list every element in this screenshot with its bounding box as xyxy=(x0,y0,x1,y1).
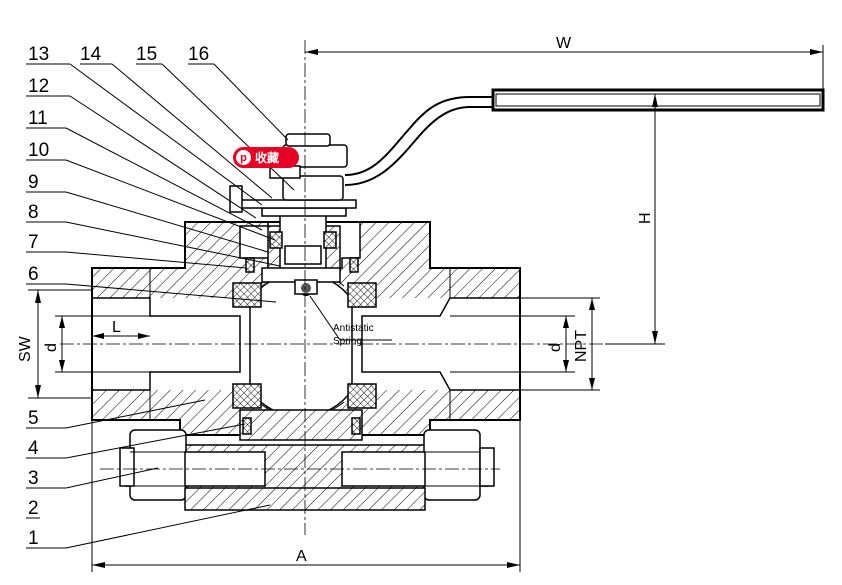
part-number-2: 2 xyxy=(28,498,39,519)
dimension-w-label: W xyxy=(556,35,572,52)
dimension-h-label: H xyxy=(637,212,654,224)
dimension-npt-label: NPT xyxy=(573,330,590,362)
pinterest-icon: p xyxy=(236,150,251,165)
part-number-7: 7 xyxy=(28,232,39,253)
dimension-l-label: L xyxy=(112,319,121,336)
part-number-5: 5 xyxy=(28,408,39,429)
dimension-lines xyxy=(28,45,824,572)
center-lines xyxy=(60,40,605,535)
part-number-16: 16 xyxy=(188,44,209,65)
part-number-3: 3 xyxy=(28,468,39,489)
part-number-1: 1 xyxy=(28,528,39,549)
part-number-11: 11 xyxy=(28,108,48,129)
dimension-sw-label: SW xyxy=(17,335,34,362)
leader-lines xyxy=(26,63,392,549)
part-number-8: 8 xyxy=(28,202,39,223)
part-number-4: 4 xyxy=(28,438,39,459)
seats xyxy=(232,282,377,409)
annotation-line-1: Antistatic xyxy=(333,323,374,334)
bolts xyxy=(119,429,495,511)
dimension-d-left-label: d xyxy=(43,343,60,352)
stem-assembly xyxy=(229,133,359,296)
handle xyxy=(344,88,825,186)
part-number-14: 14 xyxy=(80,44,102,65)
part-number-10: 10 xyxy=(28,140,49,161)
save-button-label: 收藏 xyxy=(255,151,280,165)
pinterest-save-button[interactable]: p 收藏 xyxy=(233,147,299,168)
dimension-a-label: A xyxy=(296,548,307,565)
dimension-d-right-label: d xyxy=(547,343,564,352)
annotation-line-2: Spring xyxy=(333,336,362,347)
part-number-12: 12 xyxy=(28,76,49,97)
part-number-6: 6 xyxy=(28,264,39,285)
lower-body xyxy=(239,409,363,441)
part-number-13: 13 xyxy=(28,44,49,65)
part-number-15: 15 xyxy=(136,44,157,65)
part-number-9: 9 xyxy=(28,172,39,193)
